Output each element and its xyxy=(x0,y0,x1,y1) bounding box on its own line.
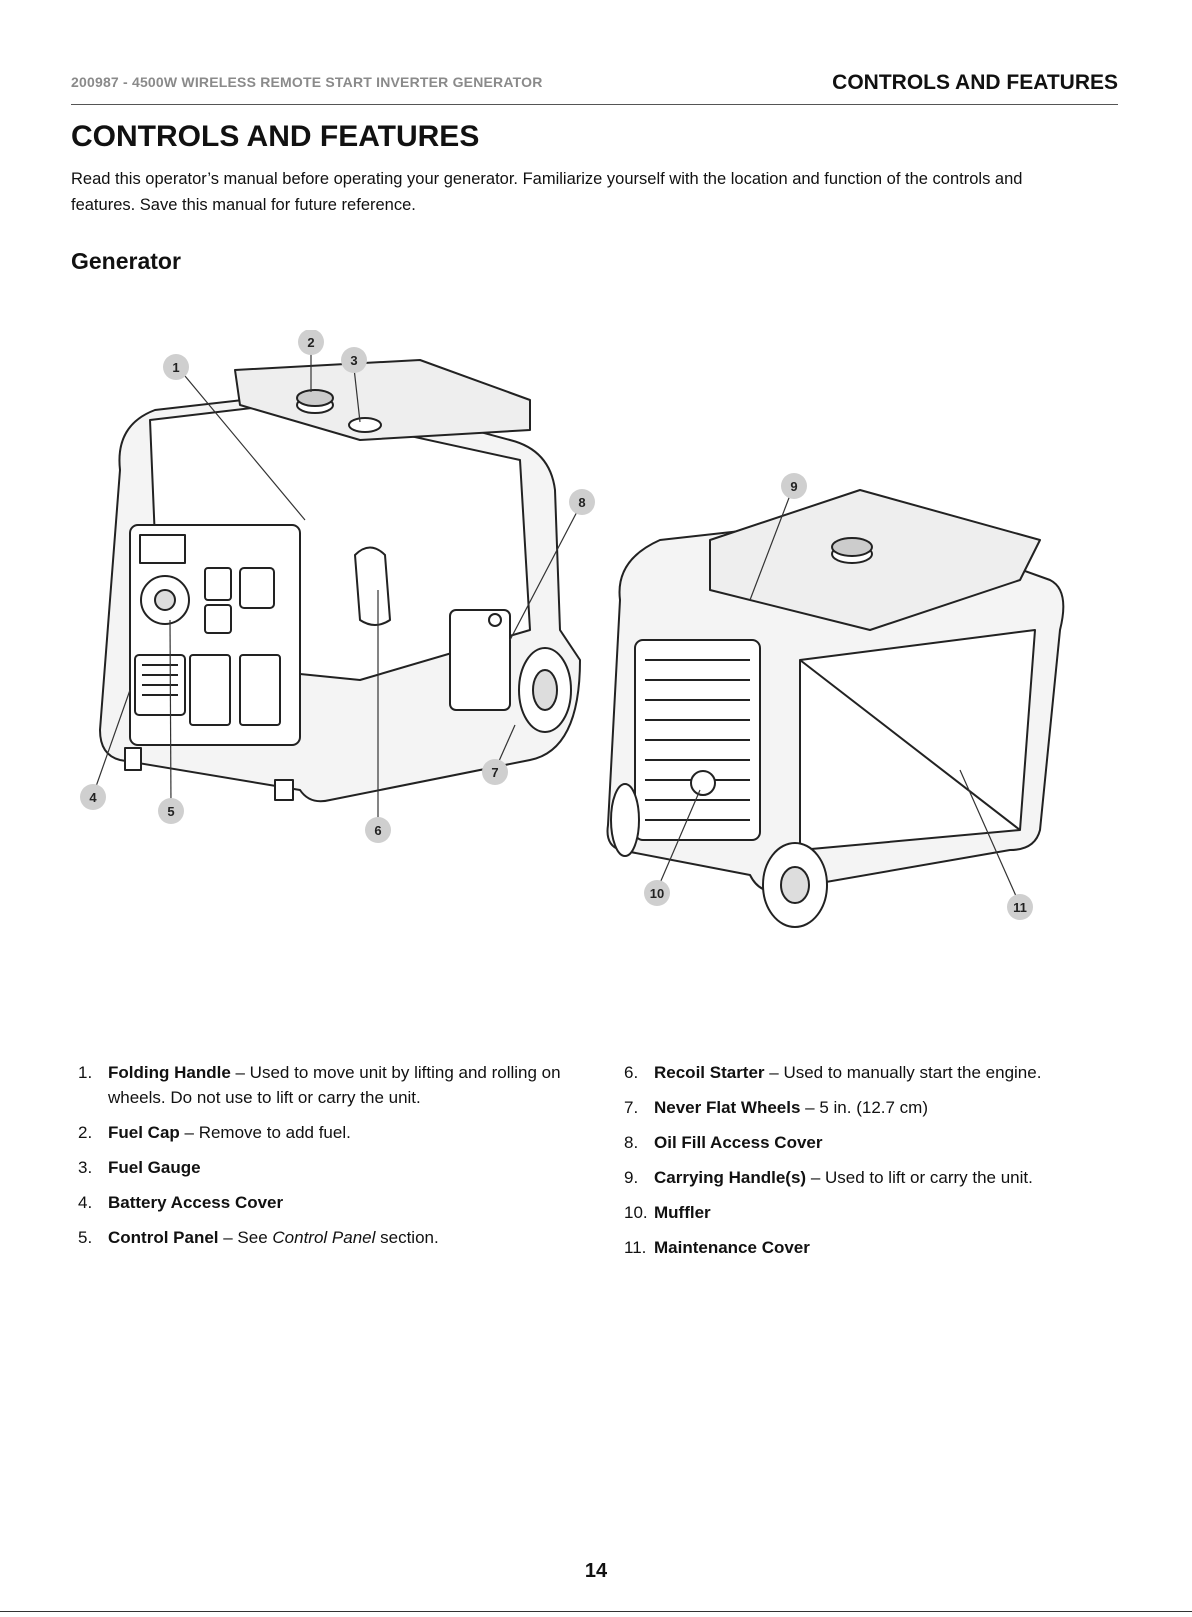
bottom-divider xyxy=(0,1611,1192,1612)
feature-item-6: 6.Recoil Starter – Used to manually star… xyxy=(624,1063,1042,1082)
header-section-title: CONTROLS AND FEATURES xyxy=(832,71,1118,94)
callout-3: 3 xyxy=(341,347,367,373)
callout-11: 11 xyxy=(1007,894,1033,920)
svg-text:6: 6 xyxy=(374,823,381,838)
callout-10: 10 xyxy=(644,880,670,906)
features-list-right: 6.Recoil Starter – Used to manually star… xyxy=(624,1060,1144,1270)
generator-diagram: 1 2 3 4 5 6 7 8 9 10 11 xyxy=(80,330,1065,928)
svg-text:10: 10 xyxy=(650,886,664,901)
feature-item-5: 5.Control Panel – See Control Panel sect… xyxy=(78,1228,439,1247)
page-number: 14 xyxy=(584,1560,608,1582)
svg-text:9: 9 xyxy=(790,479,797,494)
svg-text:11: 11 xyxy=(1013,900,1027,915)
callout-7: 7 xyxy=(482,759,508,785)
intro-paragraph: Read this operator’s manual before opera… xyxy=(71,170,1023,214)
callout-8: 8 xyxy=(569,489,595,515)
generator-front-view xyxy=(99,359,581,803)
page-title: CONTROLS AND FEATURES xyxy=(71,120,480,153)
svg-text:7: 7 xyxy=(491,765,498,780)
callout-9: 9 xyxy=(781,473,807,499)
page-header: 200987 - 4500W WIRELESS REMOTE START INV… xyxy=(71,66,1118,105)
callout-2: 2 xyxy=(298,330,324,355)
feature-item-10: 10.Muffler xyxy=(624,1203,711,1222)
feature-item-1: 1.Folding Handle – Used to move unit by … xyxy=(78,1063,561,1107)
feature-item-2: 2.Fuel Cap – Remove to add fuel. xyxy=(78,1123,351,1142)
feature-item-4: 4.Battery Access Cover xyxy=(78,1193,284,1212)
svg-text:1: 1 xyxy=(172,360,179,375)
feature-item-9: 9.Carrying Handle(s) – Used to lift or c… xyxy=(624,1168,1033,1187)
feature-item-8: 8.Oil Fill Access Cover xyxy=(624,1133,823,1152)
callout-1: 1 xyxy=(163,354,189,380)
feature-item-7: 7.Never Flat Wheels – 5 in. (12.7 cm) xyxy=(624,1098,929,1117)
svg-text:8: 8 xyxy=(578,495,585,510)
section-title: Generator xyxy=(71,248,181,274)
svg-text:5: 5 xyxy=(167,804,174,819)
callout-5: 5 xyxy=(158,798,184,824)
svg-text:2: 2 xyxy=(307,335,314,350)
feature-item-11: 11.Maintenance Cover xyxy=(624,1238,810,1257)
callout-4: 4 xyxy=(80,784,106,810)
feature-item-3: 3.Fuel Gauge xyxy=(78,1158,201,1177)
svg-text:3: 3 xyxy=(350,353,357,368)
features-list-left: 1.Folding Handle – Used to move unit by … xyxy=(78,1060,598,1260)
callout-6: 6 xyxy=(365,817,391,843)
header-product-title: 200987 - 4500W WIRELESS REMOTE START INV… xyxy=(71,74,543,90)
svg-text:4: 4 xyxy=(89,790,97,805)
generator-rear-view xyxy=(606,489,1065,928)
generator-illustration: 1 2 3 4 5 6 7 8 9 10 11 xyxy=(60,330,1130,970)
